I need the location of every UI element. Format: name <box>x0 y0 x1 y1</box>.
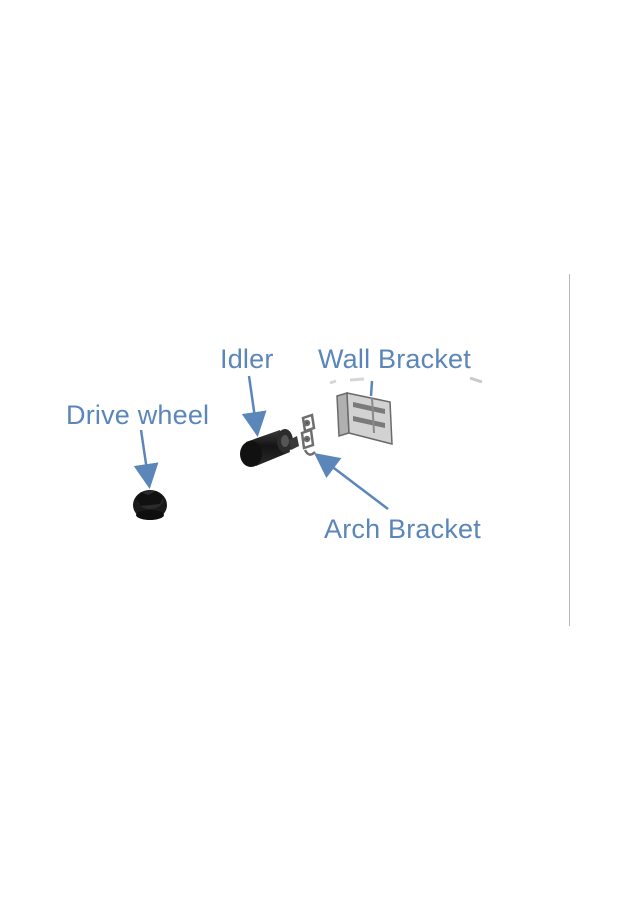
wall-bracket-arrow <box>369 380 374 397</box>
idler-roller-part-icon <box>240 429 299 467</box>
wall-bracket-label: Wall Bracket <box>318 344 471 374</box>
idler-label: Idler <box>220 344 274 374</box>
drive-wheel-part-icon <box>133 490 167 520</box>
drive-wheel-label: Drive wheel <box>66 400 210 430</box>
arch-bracket-label: Arch Bracket <box>324 514 481 544</box>
page-edge-divider <box>569 274 570 626</box>
wall-bracket-part-icon <box>329 376 483 445</box>
arch-bracket-part-icon <box>300 413 316 456</box>
arch-bracket-arrow <box>314 452 389 510</box>
drive-wheel-arrow <box>133 429 159 489</box>
idler-arrow <box>241 375 267 437</box>
